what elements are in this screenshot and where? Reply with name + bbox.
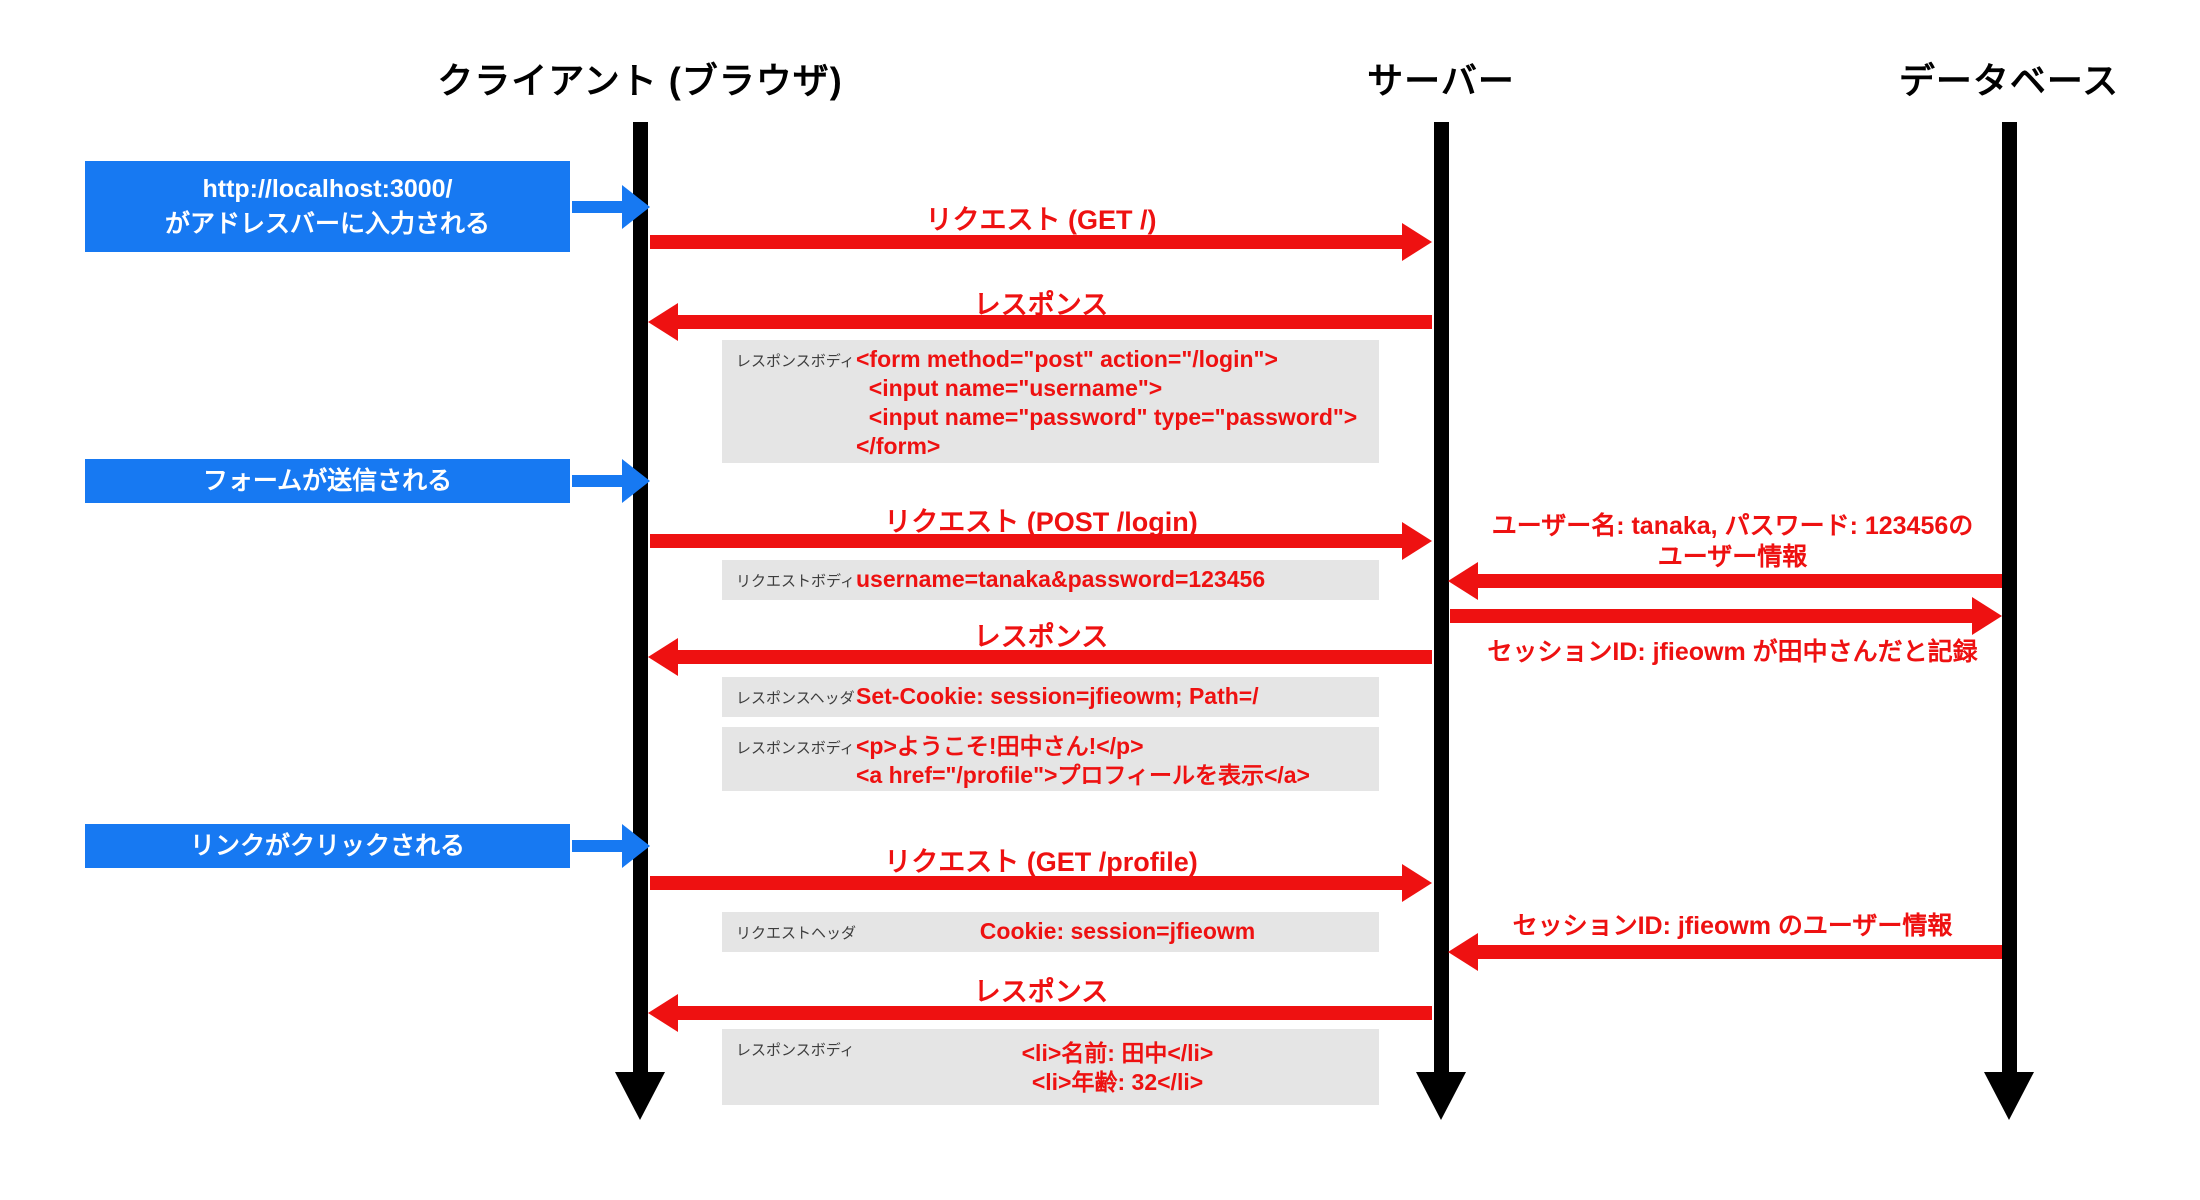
message-label-post-login: リクエスト (POST /login): [884, 507, 1198, 537]
note-arrow-1-head-icon: [622, 185, 650, 229]
code-line: username=tanaka&password=123456: [856, 566, 1266, 592]
db-arrow-user-info-head-icon: [1448, 562, 1478, 600]
note-line: がアドレスバーに入力される: [164, 209, 490, 238]
payload-label: レスポンスヘッダ: [736, 690, 855, 707]
note-arrow-3-head-icon: [622, 824, 650, 868]
db-arrow-session-user-info-head-icon: [1448, 933, 1478, 971]
note-arrow-2-head-icon: [622, 459, 650, 503]
payload-label: リクエストヘッダ: [736, 925, 857, 942]
payload-response-header-setcookie: レスポンスヘッダ Set-Cookie: session=jfieowm; Pa…: [722, 677, 1379, 717]
note-arrow-1: [572, 201, 624, 213]
note-arrow-3: [572, 840, 624, 852]
payload-code: <form method="post" action="/login"> <in…: [856, 345, 1379, 461]
lifeline-database: [2002, 122, 2017, 1072]
note-line: http://localhost:3000/: [202, 174, 453, 203]
payload-label: レスポンスボディ: [736, 353, 855, 370]
payload-label: レスポンスボディ: [736, 1042, 855, 1059]
db-message-label-record-session: セッションID: jfieowm が田中さんだと記録: [1487, 638, 1978, 666]
note-form-submitted: フォームが送信される: [85, 459, 570, 503]
code-line: <li>名前: 田中</li>: [1021, 1040, 1214, 1066]
payload-request-header-cookie: リクエストヘッダ Cookie: session=jfieowm: [722, 912, 1379, 952]
payload-label: リクエストボディ: [736, 573, 855, 590]
message-arrow-response-3: [678, 1006, 1432, 1020]
actor-title-server: サーバー: [1367, 60, 1515, 101]
payload-response-body-profile: レスポンスボディ <li>名前: 田中</li> <li>年齢: 32</li>: [722, 1029, 1379, 1105]
db-arrow-user-info: [1478, 574, 2002, 588]
message-label-get-root: リクエスト (GET /): [925, 205, 1157, 235]
db-arrow-record-session: [1450, 609, 1974, 623]
code-line: <input name="username">: [856, 375, 1163, 401]
db-message-label-user-info: ユーザー名: tanaka, パスワード: 123456の ユーザー情報: [1445, 511, 2020, 573]
message-label-get-profile: リクエスト (GET /profile): [884, 847, 1198, 877]
code-line: </form>: [856, 433, 941, 459]
message-label-response-2: レスポンス: [973, 622, 1109, 652]
note-url-entered: http://localhost:3000/ がアドレスバーに入力される: [85, 161, 570, 252]
db-arrow-record-session-head-icon: [1972, 597, 2002, 635]
db-message-label-line: ユーザー名: tanaka, パスワード: 123456の: [1491, 512, 1974, 540]
payload-response-body-form: レスポンスボディ <form method="post" action="/lo…: [722, 340, 1379, 463]
code-line: <input name="password" type="password">: [856, 404, 1358, 430]
code-line: <p>ようこそ!田中さん!</p>: [856, 733, 1144, 759]
message-arrow-response-1-head-icon: [648, 303, 678, 341]
payload-code: <li>名前: 田中</li> <li>年齢: 32</li>: [856, 1039, 1379, 1097]
code-line: Set-Cookie: session=jfieowm; Path=/: [856, 683, 1259, 709]
code-line: Cookie: session=jfieowm: [979, 918, 1256, 944]
lifeline-client-arrow-icon: [615, 1072, 665, 1120]
note-arrow-2: [572, 475, 624, 487]
payload-code: Set-Cookie: session=jfieowm; Path=/: [856, 682, 1379, 711]
lifeline-server-arrow-icon: [1416, 1072, 1466, 1120]
lifeline-database-arrow-icon: [1984, 1072, 2034, 1120]
message-arrow-response-3-head-icon: [648, 994, 678, 1032]
message-arrow-get-root-head-icon: [1402, 223, 1432, 261]
actor-title-database: データベース: [1898, 60, 2120, 101]
payload-response-body-welcome: レスポンスボディ <p>ようこそ!田中さん!</p> <a href="/pro…: [722, 727, 1379, 791]
payload-code: Cookie: session=jfieowm: [856, 917, 1379, 946]
message-arrow-post-login: [650, 534, 1404, 548]
note-line: リンクがクリックされる: [189, 831, 465, 860]
payload-label: レスポンスボディ: [736, 740, 855, 757]
message-arrow-post-login-head-icon: [1402, 522, 1432, 560]
actor-title-client: クライアント (ブラウザ): [437, 60, 843, 101]
lifeline-server: [1434, 122, 1449, 1072]
message-arrow-response-1: [678, 315, 1432, 329]
code-line: <a href="/profile">プロフィールを表示</a>: [856, 762, 1310, 788]
payload-request-body-login: リクエストボディ username=tanaka&password=123456: [722, 560, 1379, 600]
code-line: <li>年齢: 32</li>: [1031, 1069, 1204, 1095]
note-link-clicked: リンクがクリックされる: [85, 824, 570, 868]
payload-code: <p>ようこそ!田中さん!</p> <a href="/profile">プロフ…: [856, 732, 1379, 790]
message-arrow-get-root: [650, 235, 1404, 249]
db-message-label-session-user-info: セッションID: jfieowm のユーザー情報: [1512, 912, 1953, 940]
lifeline-client: [633, 122, 648, 1072]
message-arrow-response-2-head-icon: [648, 638, 678, 676]
payload-code: username=tanaka&password=123456: [856, 565, 1379, 594]
message-arrow-get-profile-head-icon: [1402, 864, 1432, 902]
db-arrow-session-user-info: [1478, 945, 2002, 959]
db-message-label-line: ユーザー情報: [1657, 543, 1808, 571]
message-label-response-3: レスポンス: [973, 977, 1109, 1007]
message-arrow-response-2: [678, 650, 1432, 664]
code-line: <form method="post" action="/login">: [856, 346, 1278, 372]
note-line: フォームが送信される: [202, 466, 453, 495]
message-arrow-get-profile: [650, 876, 1404, 890]
